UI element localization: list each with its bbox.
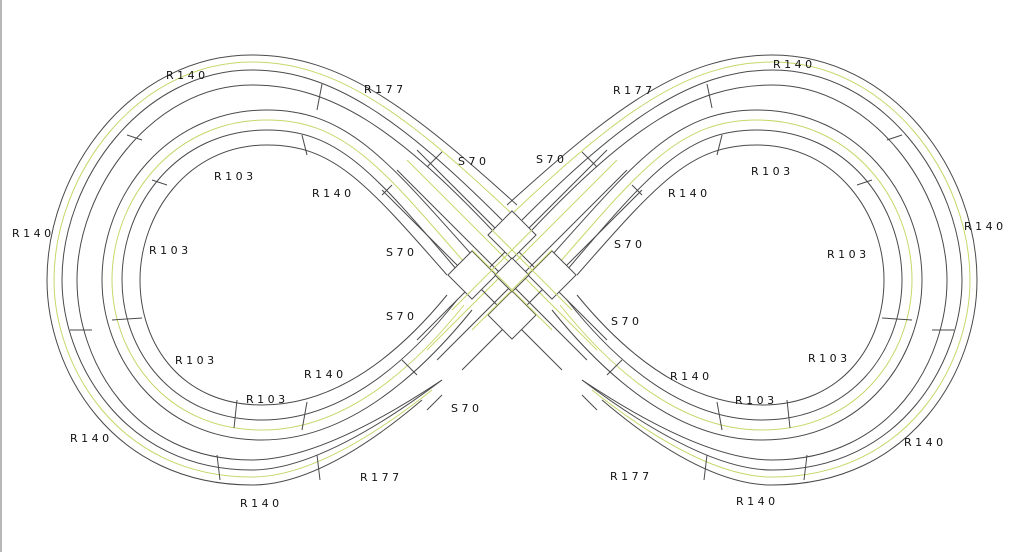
center-crossing: [447, 210, 577, 340]
piece-label: R140: [736, 495, 779, 508]
right-outer-loop: [506, 54, 978, 486]
piece-label: R140: [773, 58, 816, 71]
piece-label: R140: [240, 497, 283, 510]
piece-label: R177: [360, 471, 403, 484]
piece-label: R103: [808, 352, 851, 365]
section-joints: [70, 83, 954, 481]
piece-label: R140: [312, 187, 355, 200]
piece-label: R140: [670, 370, 713, 383]
left-outer-loop: [46, 54, 518, 486]
piece-labels: R140 R177 R103 R140 R140 R103 S70 S70 R1…: [12, 58, 1007, 510]
piece-label: S70: [451, 402, 482, 415]
piece-label: R103: [246, 393, 289, 406]
piece-label: R140: [964, 220, 1007, 233]
piece-label: R177: [610, 470, 653, 483]
piece-label: S70: [386, 310, 417, 323]
piece-label: R140: [904, 436, 947, 449]
piece-label: R103: [214, 170, 257, 183]
piece-label: R140: [12, 227, 55, 240]
piece-label: S70: [458, 155, 489, 168]
piece-label: R140: [70, 432, 113, 445]
left-inner-loop: [101, 109, 473, 441]
piece-label: R140: [166, 69, 209, 82]
piece-label: R177: [613, 84, 656, 97]
piece-label: S70: [611, 315, 642, 328]
piece-label: R140: [304, 368, 347, 381]
piece-label: S70: [536, 153, 567, 166]
piece-label: R103: [827, 248, 870, 261]
piece-label: R103: [735, 394, 778, 407]
piece-label: S70: [614, 238, 645, 251]
piece-label: R103: [149, 244, 192, 257]
piece-label: R103: [751, 165, 794, 178]
piece-label: R140: [668, 187, 711, 200]
piece-label: R177: [364, 83, 407, 96]
piece-label: R103: [175, 354, 218, 367]
piece-label: S70: [386, 246, 417, 259]
right-inner-loop: [551, 109, 923, 441]
crossing-straights: [381, 149, 643, 371]
